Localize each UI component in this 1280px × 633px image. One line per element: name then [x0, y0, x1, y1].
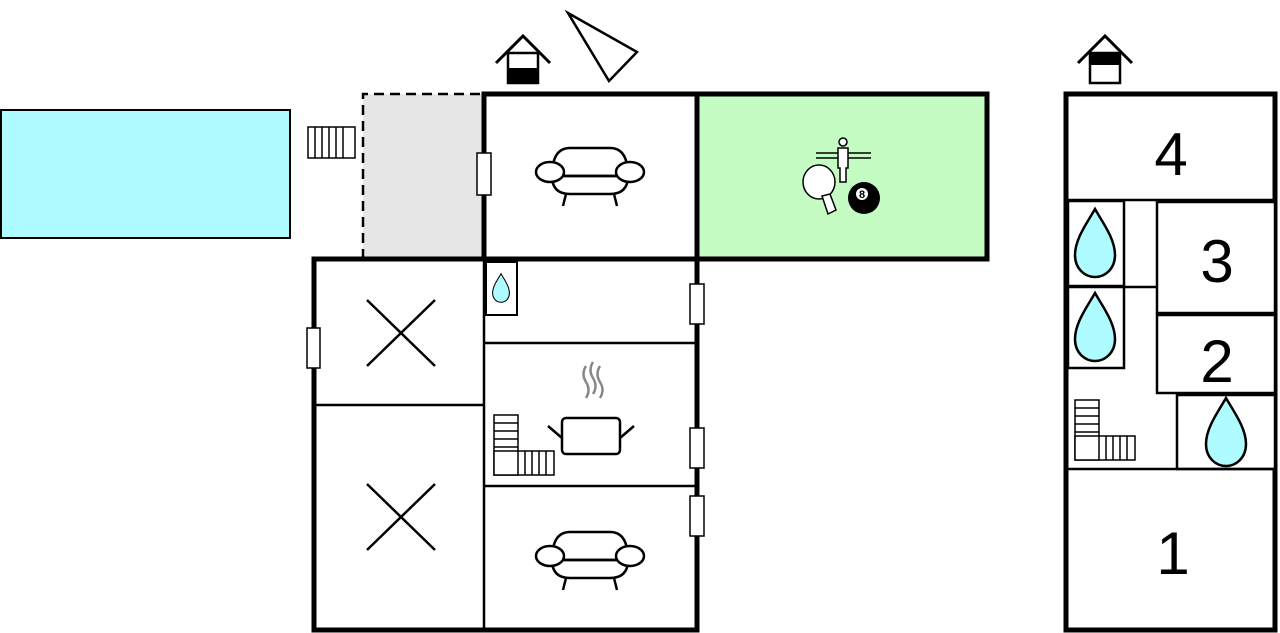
house-entrance-icon	[1076, 34, 1134, 85]
bed-icon	[366, 299, 436, 367]
terrace	[363, 94, 484, 259]
window	[306, 327, 321, 369]
pool	[0, 109, 291, 239]
bed-icon	[366, 483, 436, 551]
room-2	[1155, 313, 1277, 395]
room-label-3: 3	[1200, 228, 1233, 295]
room-3	[1155, 200, 1277, 315]
room-label-2: 2	[1200, 328, 1233, 395]
north-arrow-icon	[564, 9, 640, 84]
room-label-4: 4	[1154, 121, 1187, 188]
room-label-1: 1	[1156, 520, 1189, 587]
shower-stall	[485, 261, 518, 316]
outdoor-steps-icon	[307, 126, 356, 159]
window	[476, 152, 492, 196]
window	[689, 283, 705, 325]
window	[689, 495, 705, 537]
ball-number: 8	[859, 189, 865, 201]
games-icon: 8	[802, 137, 880, 216]
kitchen-pot-icon	[547, 361, 635, 456]
window	[689, 427, 705, 469]
house-entrance-icon	[494, 34, 552, 85]
